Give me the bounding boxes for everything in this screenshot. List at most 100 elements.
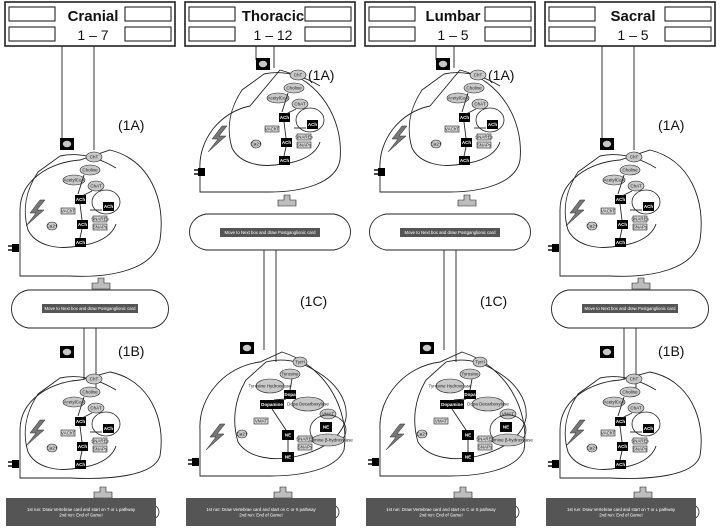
node-snares-shape [296,133,312,141]
node-cht-label: ChT [474,73,483,78]
cell-body-1b [559,371,702,479]
node-ne-a-label: NE [503,425,509,430]
node-vacht-shape [600,207,616,215]
column-title: Lumbar [425,8,480,25]
node-chat-shape [291,98,309,110]
receptor-1a [457,194,477,207]
node-vmat-b-label: VMAT [502,412,514,417]
node-snaps-label: SNAPs [298,445,313,450]
node-snaps-label: SNAPs [477,143,492,148]
node-ca-shape [250,139,262,149]
receptor-1a [277,194,297,207]
node-dbh-label: Dopamine β-hydroxylase [483,438,533,443]
header-slot [664,26,712,42]
node-choline-label: Choline [82,168,98,173]
header-slot [368,6,416,22]
node-dopa-shape [464,390,476,399]
cholinergic-synapse-1b: ChTCholineAcetylCoAChATAChAChVAChTSNAREs… [564,373,661,470]
vesicle [91,411,121,437]
receptor-bottom [93,486,113,499]
node-snares-shape [632,437,648,445]
node-ach-c-label: ACh [462,140,471,145]
node-chat-shape [87,180,105,192]
node-ca-shape [46,443,58,453]
header-slot [304,26,352,42]
node-snaps-label: SNAPs [297,143,312,148]
node-ach-b-shape [307,120,318,129]
node-ne-c-shape [462,452,474,462]
connector-line [461,92,469,113]
node-ach-b-shape [103,424,114,433]
node-acetylcoa-shape [62,396,86,408]
column-range: 1 – 5 [617,27,648,43]
node-vmat-shape [433,417,449,425]
node-ach-c-shape [77,442,88,451]
cell-body-1a [199,69,341,193]
node-ne-a-shape [320,422,332,432]
pathway-icon-card-b-dot [242,344,252,352]
node-choline-shape [619,386,641,398]
node-acetylcoa-label: AcetylCoA [603,400,624,405]
node-ne-b-shape [462,430,474,440]
postganglionic-pill [369,213,531,251]
node-ach-a-shape [75,195,86,204]
cell-body-1b [19,371,162,479]
node-snares-shape [632,215,648,223]
section-label-1b: (1B) [118,343,144,359]
connector-line [619,450,623,461]
column-cranial: (1A)ChTCholineAcetylCoAChATAChAChVAChTSN… [6,46,169,526]
connector-line [469,378,473,391]
node-cht-label: ChT [90,155,99,160]
terminal-outline [234,359,347,460]
bottom-banner-bg [366,498,516,526]
connector-line [617,174,625,195]
header-slot [124,6,172,22]
node-ca-shape [430,139,442,149]
node-dbh-label: Dopamine β-hydroxylase [303,438,353,443]
node-choline-shape [79,386,101,398]
node-ach-c-shape [77,220,88,229]
node-tyrosine-shape [279,368,301,380]
node-acetylcoa-shape [266,92,290,104]
bottom-banner-text: 2nd run: End of Game! [599,512,642,517]
node-dopa-label: Dopa [464,392,476,397]
node-chat-label: ChAT [294,102,305,107]
node-dopa-decarboxylase-shape [291,396,325,412]
stimulus-bolt-1a [207,125,228,153]
node-chat-shape [87,402,105,414]
column-sacral: (1A) ChTCholineAcetylCoAChATAChAChVAChTSN… [546,46,709,526]
stimulus-bolt-1a [387,125,408,153]
mid-banner-text: Move to Next box and draw Postganglionic… [224,230,316,235]
node-tyrosine-hydroxylase-label: Tyrosine Hydroxylase [428,384,472,389]
node-vacht-shape [60,207,76,215]
mid-banner-bg [582,304,678,313]
connector-line [463,121,467,139]
node-ca-shape [586,221,598,231]
section-label-1a: (1A) [308,67,334,83]
node-ach-d-shape [459,156,470,165]
header-slot [368,26,416,42]
node-snaps-shape [476,141,492,149]
node-ach-a-shape [279,113,290,122]
node-vacht-label: VAChT [265,127,279,132]
node-snares-label: SNAREs [475,135,494,140]
node-ach-d-label: ACh [76,240,85,245]
node-ach-c-shape [461,138,472,147]
node-ach-b-shape [643,424,654,433]
node-dopa-decarboxylase-label: Dopa Decarboxylase [287,402,329,407]
node-ca-label: Ca2+ [237,432,248,437]
node-snaps-label: SNAPs [93,225,108,230]
node-snares-label: SNAREs [296,437,315,442]
terminal-outline [24,376,117,470]
node-vacht-shape [264,125,280,133]
node-tyrosine-hydroxylase-shape [435,378,465,394]
section-label-1a: (1A) [658,117,684,133]
stimulus-plug-1c [192,458,199,466]
node-ach-c-shape [281,138,292,147]
node-ach-b-shape [643,202,654,211]
node-ach-c-label: ACh [618,222,627,227]
